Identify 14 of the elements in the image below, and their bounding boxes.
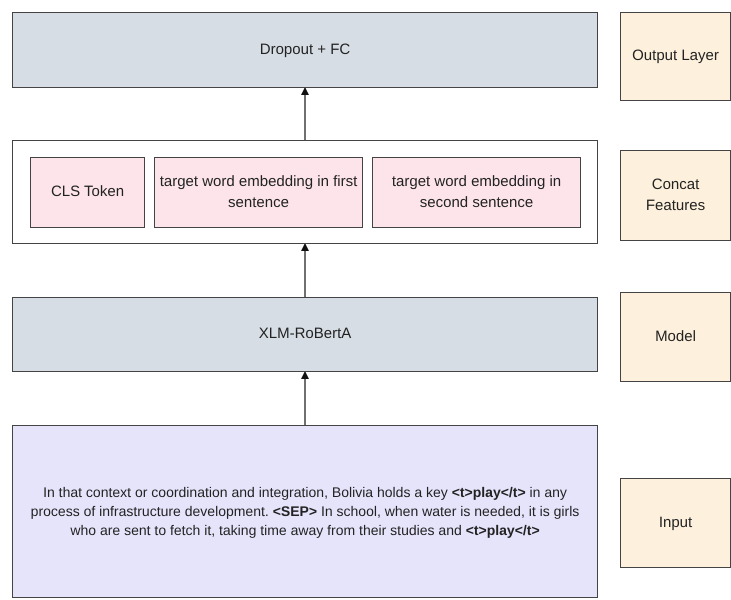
feature-box: CLS Token xyxy=(30,157,145,228)
arrow xyxy=(301,371,309,425)
arrow xyxy=(301,87,309,140)
arrow xyxy=(301,243,309,297)
stage-label-box: Input xyxy=(620,478,731,568)
layer-box: XLM-RoBertA xyxy=(12,297,598,372)
input-text-box: In that context or coordination and integration, Bolivia holds a key <t>play</t> in any process of infrastructure development. <SEP> In school, when water is needed, it is girls who are sent to fetch it, taking time away from their studies and <t>play</t> xyxy=(12,425,598,598)
stage-label-box: Model xyxy=(620,292,731,382)
stage-label-box: Concat Features xyxy=(620,150,731,241)
layer-box: Dropout + FC xyxy=(12,12,598,88)
feature-box: target word embedding in second sentence xyxy=(372,157,581,228)
stage-label-box: Output Layer xyxy=(620,12,731,101)
feature-box: target word embedding in first sentence xyxy=(154,157,363,228)
concat-container-box xyxy=(12,140,598,244)
